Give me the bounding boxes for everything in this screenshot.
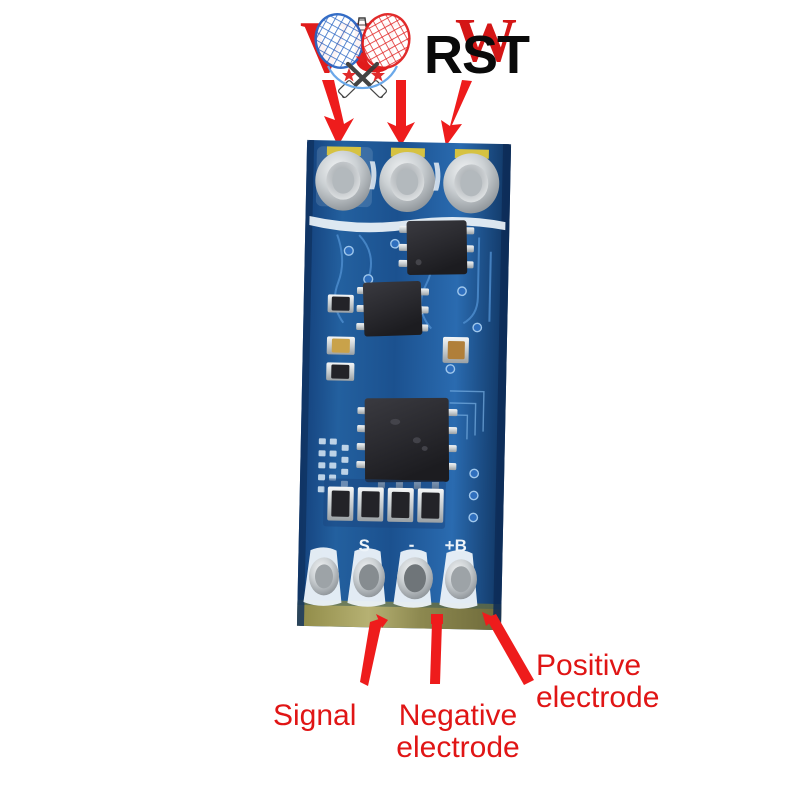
bottom-pad-positive [444, 559, 477, 600]
arrow-to-pad-2 [387, 80, 415, 146]
arrow-to-signal-pad [360, 614, 388, 686]
arrow-to-negative-pad [430, 614, 443, 684]
chip-top-right [398, 220, 475, 276]
watermark-letter-w: W [455, 7, 517, 75]
callout-label-positive: Positive electrode [536, 649, 660, 715]
bottom-pad-1 [308, 557, 339, 596]
smd-cap-right-1 [442, 336, 469, 364]
silk-label-minus: - [408, 535, 414, 554]
top-pad-group [315, 146, 500, 214]
bottom-pad-negative [396, 557, 433, 600]
bottom-pad-group [303, 547, 478, 609]
bottom-pad-signal [352, 557, 385, 598]
arrow-to-positive-pad [482, 612, 534, 685]
arrow-to-pad-1 [322, 80, 354, 146]
top-pad-left [315, 150, 372, 211]
resistor-array [323, 478, 446, 529]
silk-label-s: S [358, 536, 370, 555]
arrow-to-pad-3 [441, 80, 472, 146]
smd-cap-left-3 [326, 362, 355, 381]
chip-middle-left [356, 280, 430, 337]
chip-main-qfn [356, 397, 458, 490]
watermark-text-rst: RST [424, 25, 530, 85]
callout-label-signal: Signal [273, 699, 357, 732]
top-pad-center [379, 152, 436, 213]
smd-cap-left-2 [326, 336, 355, 355]
pad-matrix [317, 438, 349, 493]
badminton-racket-logo-icon [314, 13, 411, 99]
callout-label-negative: Negative electrode [396, 699, 520, 765]
pcb-module: S - +B [296, 139, 512, 631]
top-pad-right [443, 153, 500, 214]
smd-cap-left-1 [327, 294, 354, 313]
